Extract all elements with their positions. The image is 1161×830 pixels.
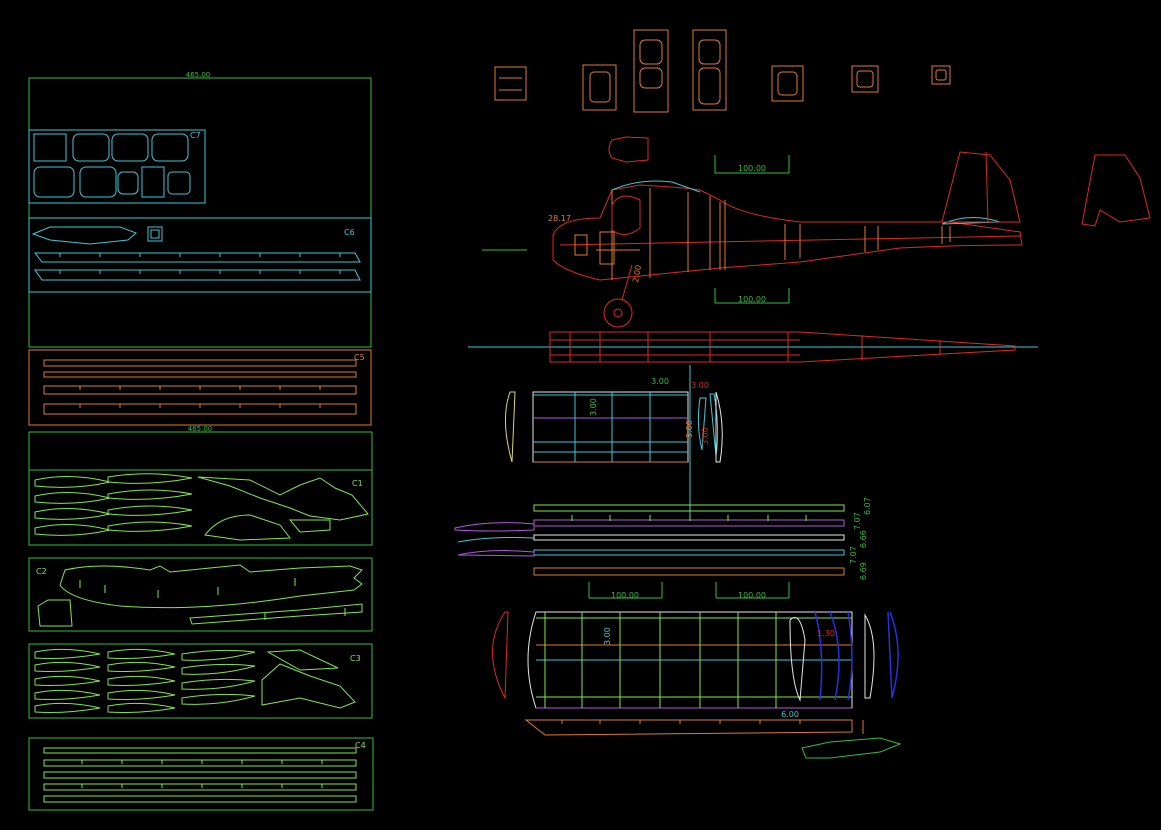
fuselage-formers-row	[494, 29, 951, 113]
sheet-c7-label: C7	[190, 131, 201, 140]
sheet-c7: C7	[28, 129, 206, 204]
svg-text:3.00: 3.00	[651, 377, 669, 386]
sheet-c3-label: C3	[350, 654, 361, 663]
sheet-c1-label: C1	[352, 479, 363, 488]
svg-text:2.00: 2.00	[631, 264, 643, 283]
svg-text:7.07: 7.07	[853, 512, 862, 530]
fuselage-top-view	[468, 331, 1038, 363]
wing-panel: 3.00 1.30 6.00	[492, 611, 902, 759]
scale-bar-mid: 100.00	[714, 288, 790, 304]
sheet-c4-label: C4	[355, 741, 366, 750]
svg-text:7.07: 7.07	[849, 546, 858, 564]
svg-text:6.07: 6.07	[863, 497, 872, 515]
svg-text:6.69: 6.69	[859, 562, 868, 580]
wing-spars: 6.07 7.07 6.66 7.07 6.69	[454, 497, 872, 580]
sheet-c2-label: C2	[36, 567, 47, 576]
scale-bar-low-right: 100.00	[715, 582, 790, 600]
sheet-c6-label: C6	[344, 228, 355, 237]
sheet-c1: C1	[28, 469, 373, 546]
svg-text:6.00: 6.00	[781, 710, 799, 719]
sheet-lower-frame	[28, 431, 373, 471]
sheet-c2: C2	[28, 557, 373, 632]
svg-text:6.66: 6.66	[859, 530, 868, 548]
sheet-c4: C4	[28, 737, 374, 811]
svg-text:3.00: 3.00	[691, 381, 709, 390]
svg-text:100.00: 100.00	[738, 295, 766, 304]
sheet-top-width-dim: 465.00	[186, 71, 211, 79]
scale-bar-top: 100.00	[714, 155, 790, 174]
stabilizer-assembly: 3.00 3.00 3.00 3.00 3.00	[504, 365, 723, 515]
svg-text:3.00: 3.00	[589, 398, 598, 416]
sheet-c6: C6	[28, 217, 372, 293]
svg-text:3.00: 3.00	[603, 627, 612, 645]
rudder-part	[1081, 154, 1151, 227]
svg-text:1.30: 1.30	[817, 629, 835, 638]
svg-text:100.00: 100.00	[738, 164, 766, 173]
sheet-lower-width-dim: 465.00	[188, 425, 213, 433]
scale-bar-low-left: 100.00	[588, 582, 663, 600]
fuselage-side-view: 28.17 2.00	[548, 151, 1023, 328]
svg-text:3.00: 3.00	[685, 420, 694, 438]
sheet-c3: C3	[28, 643, 373, 719]
svg-text:28.17: 28.17	[548, 214, 571, 223]
cut-sheets-column: 465.00 C7 C6	[28, 71, 374, 811]
svg-text:100.00: 100.00	[611, 591, 639, 600]
sheet-c5: C5	[28, 349, 372, 426]
sheet-c5-label: C5	[354, 353, 365, 362]
svg-text:3.00: 3.00	[701, 427, 710, 445]
svg-text:100.00: 100.00	[738, 591, 766, 600]
sheet-top-frame	[28, 77, 372, 348]
hatch-part	[608, 136, 649, 163]
